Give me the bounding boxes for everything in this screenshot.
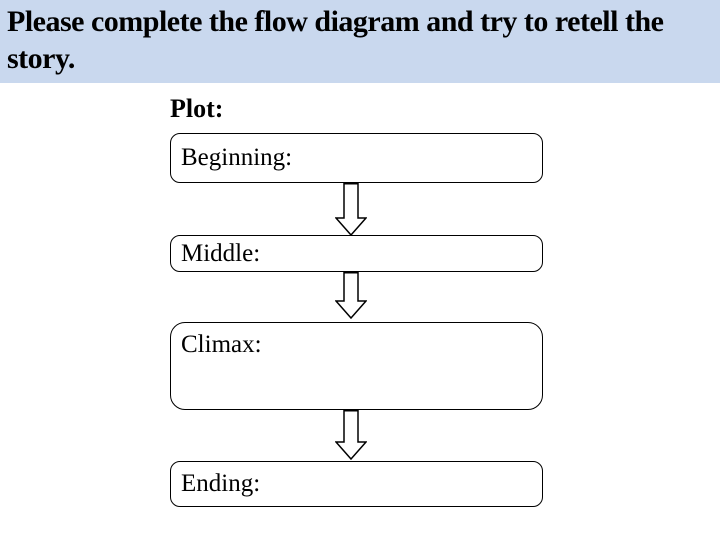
down-arrow-icon xyxy=(335,410,367,460)
down-arrow-icon xyxy=(335,272,367,319)
flow-box-middle-label: Middle: xyxy=(181,239,261,267)
slide-title: Please complete the flow diagram and try… xyxy=(7,5,664,75)
down-arrow-icon xyxy=(335,183,367,236)
title-banner: Please complete the flow diagram and try… xyxy=(0,0,720,83)
flow-box-ending: Ending: xyxy=(170,461,543,507)
flow-box-ending-label: Ending: xyxy=(181,470,261,497)
flow-box-middle: Middle: xyxy=(170,235,543,272)
flow-box-climax-label: Climax: xyxy=(181,331,262,358)
flow-box-beginning-label: Beginning: xyxy=(181,144,293,171)
plot-label: Plot: xyxy=(170,94,224,123)
flow-box-climax: Climax: xyxy=(170,322,543,410)
flow-box-beginning: Beginning: xyxy=(170,133,543,183)
